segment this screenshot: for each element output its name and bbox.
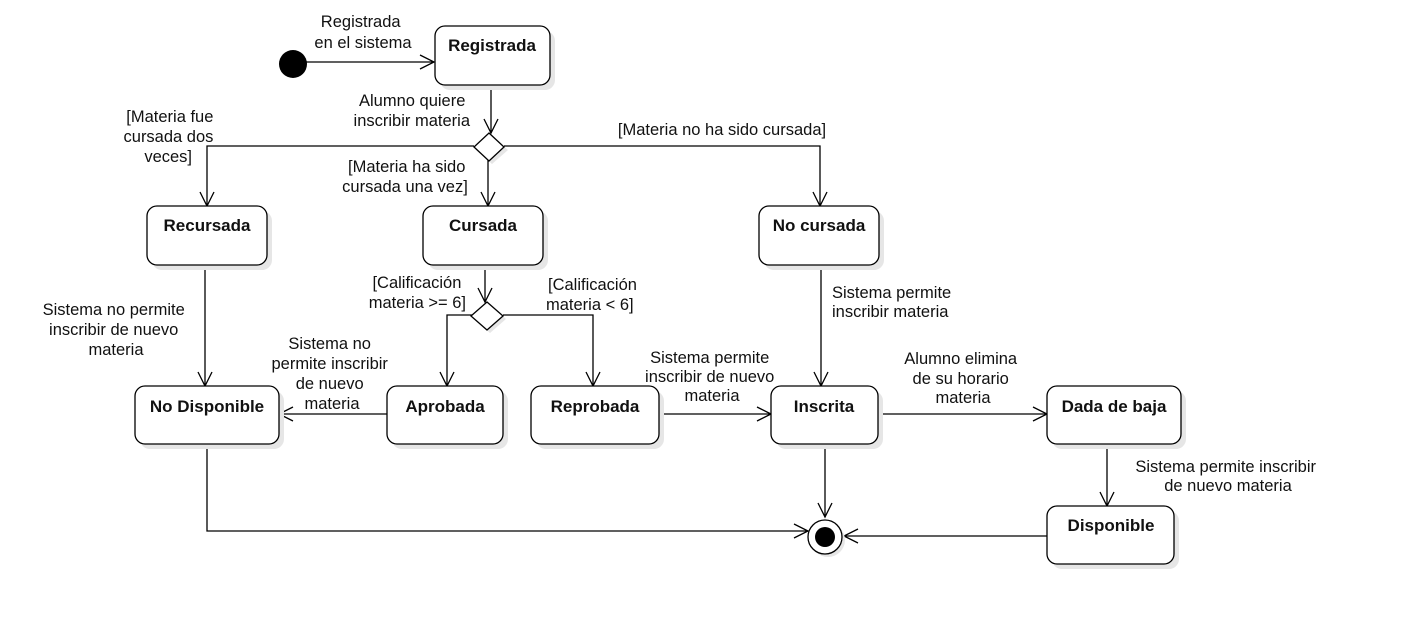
label-no-permite-aprobada: Sistema no permite inscribir de nuevo ma… [271,335,392,413]
label-calificacion-mayor: [Calificación materia >= 6] [369,274,466,312]
label-no-ha-sido-cursada: [Materia no ha sido cursada] [618,121,826,139]
state-label: Registrada [448,36,536,55]
state-label: No Disponible [150,397,264,416]
label-cursada-una-vez: [Materia ha sido cursada una vez] [342,158,470,196]
label-no-permite-recursada: Sistema no permite inscribir de nuevo ma… [43,301,190,359]
edge-decision-reprobada [503,314,594,386]
state-label: Inscrita [794,397,855,416]
state-inscrita: Inscrita [770,385,883,449]
state-cursada: Cursada [422,205,548,270]
decision-node-inscripcion [473,132,508,164]
arrowhead [817,502,833,519]
label-alumno-elimina: Alumno elimina de su horario materia [904,350,1021,407]
state-recursada: Recursada [146,205,272,270]
label-permite-no-cursada: Sistema permite inscribir materia [832,284,956,321]
state-reprobada: Reprobada [530,385,664,449]
state-label: Aprobada [405,397,485,416]
final-node [807,519,845,557]
state-dada-de-baja: Dada de baja [1046,385,1186,449]
label-cursada-dos-veces: [Materia fue cursada dos veces] [124,108,218,166]
edge-nodisponible-final [206,444,808,532]
arrowhead [793,523,810,539]
arrowhead [483,118,499,135]
label-permite-reprobada: Sistema permite inscribir de nuevo mater… [645,349,779,405]
state-disponible: Disponible [1046,505,1179,569]
label-alumno-quiere: Alumno quiere inscribir materia [354,92,471,130]
state-no-cursada: No cursada [758,205,884,270]
decision-node-calificacion [470,301,506,333]
edge-decision-aprobada [446,314,472,386]
state-label: Dada de baja [1062,397,1167,416]
label-permite-dada-baja: Sistema permite inscribir de nuevo mater… [1135,458,1320,495]
state-aprobada: Aprobada [386,385,508,449]
transition-labels: Registrada en el sistema Alumno quiere i… [43,13,1320,495]
state-label: Disponible [1068,516,1155,535]
state-label: Reprobada [551,397,640,416]
label-calificacion-menor: [Calificación materia < 6] [546,276,642,314]
edge-decision-recursada [206,145,474,206]
state-label: No cursada [773,216,866,235]
edge-decision-nocursada [504,145,821,206]
label-start-registrada: Registrada en el sistema [314,13,412,52]
state-registrada: Registrada [434,25,555,90]
initial-node [279,50,307,78]
state-label: Recursada [164,216,251,235]
transitions [197,54,1115,544]
state-label: Cursada [449,216,518,235]
arrowhead [419,54,436,70]
arrowhead [477,287,493,304]
state-no-disponible: No Disponible [134,385,284,449]
